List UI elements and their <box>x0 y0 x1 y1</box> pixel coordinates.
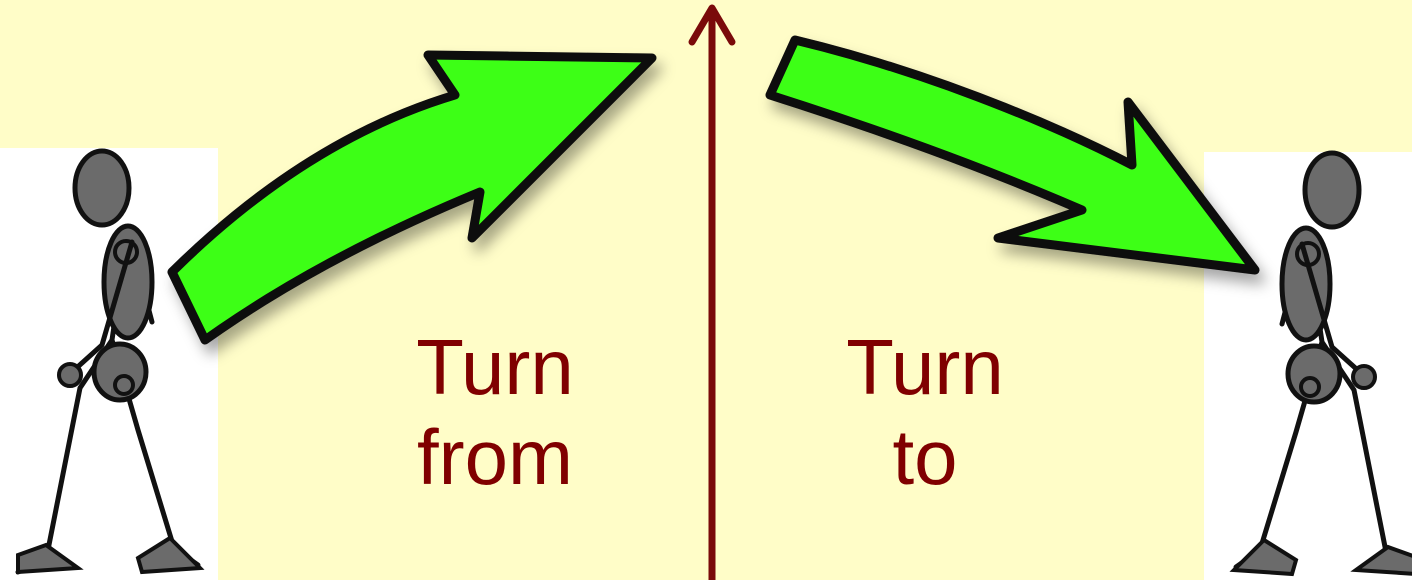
turn-from-line-1: Turn <box>355 322 635 412</box>
turn-to-label: Turn to <box>785 322 1065 502</box>
turn-to-line-2: to <box>785 412 1065 502</box>
turn-to-line-1: Turn <box>785 322 1065 412</box>
turn-from-line-2: from <box>355 412 635 502</box>
turn-from-label: Turn from <box>355 322 635 502</box>
